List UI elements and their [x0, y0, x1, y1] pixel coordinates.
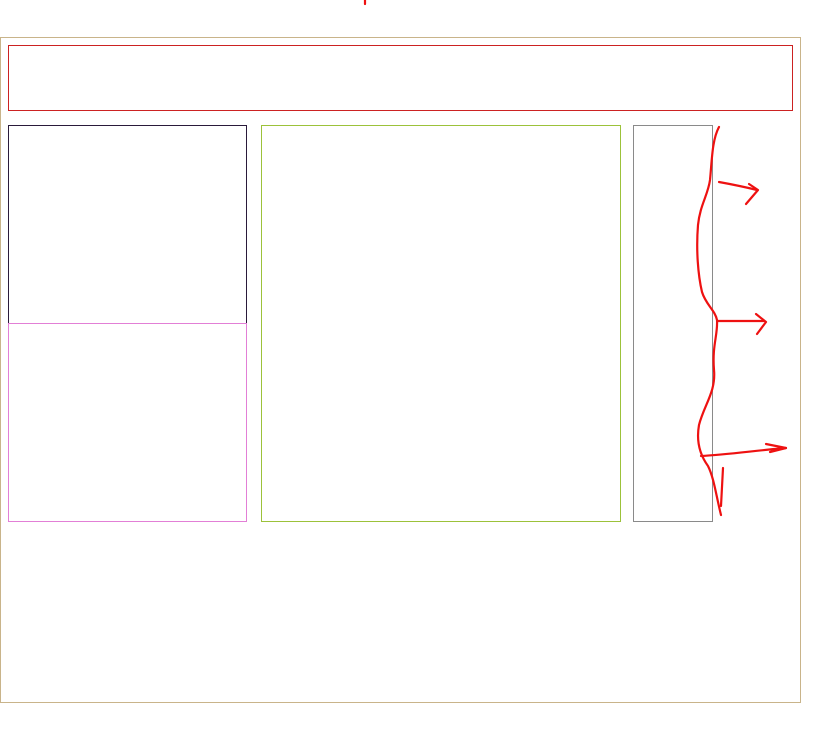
outer-frame: [0, 37, 801, 703]
left-top-box: [8, 125, 247, 324]
header-box: [8, 45, 793, 111]
right-box: [633, 125, 713, 522]
left-bottom-box: [8, 323, 247, 522]
center-box: [261, 125, 621, 522]
